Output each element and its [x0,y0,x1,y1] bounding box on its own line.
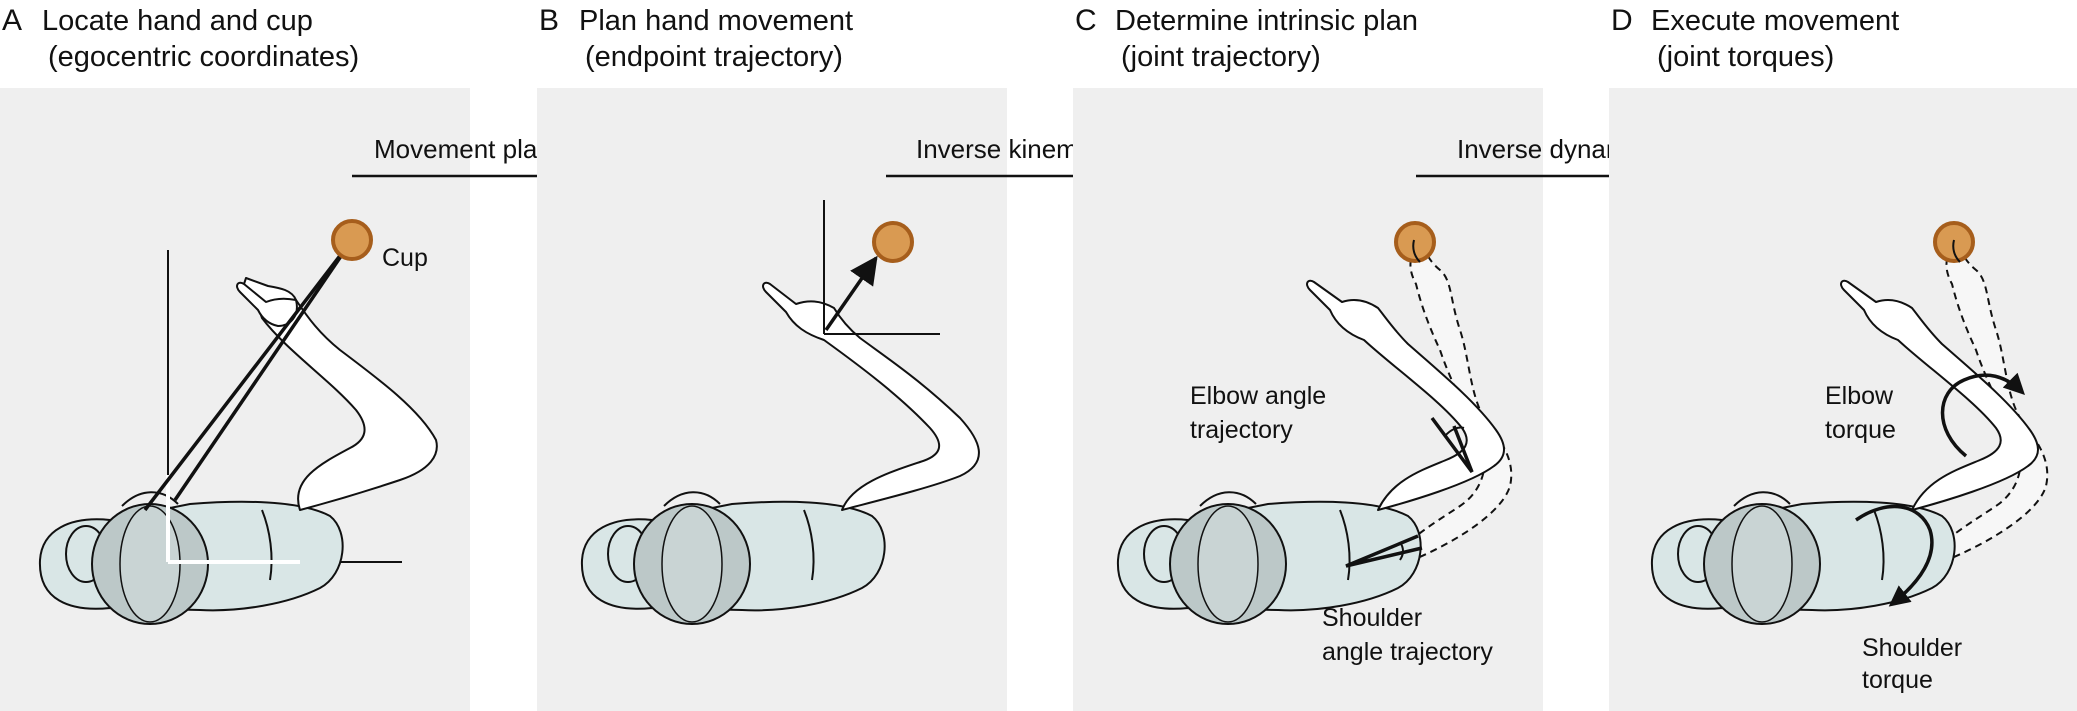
panel-a-line-to-cup-2 [173,239,354,501]
panel-b-endpoint-vector [824,255,878,331]
panel-a-cup-label: Cup [382,244,428,272]
panel-c-elbow-angle-arc [1444,426,1465,437]
panel-d-title-line2: (joint torques) [1657,41,1834,73]
panel-d-shoulder-torque-arrow [1855,504,1934,607]
panel-b-title-line1: Plan hand movement [579,5,853,37]
panel-c-arm [1306,279,1505,511]
panel-d-shoulder-label-line1: Shoulder [1862,634,1962,662]
panel-c-title-line1: Determine intrinsic plan [1115,5,1418,37]
panel-a-cup [331,219,373,261]
panel-c-shoulder-label-line1: Shoulder [1322,604,1422,632]
panel-a-title-line2: (egocentric coordinates) [48,41,359,73]
panel-d-arm [1840,279,2039,511]
panel-b-letter: B [539,4,559,37]
panel-c-cup [1394,221,1436,263]
panel-c-elbow-label-line2: trajectory [1190,416,1293,444]
panel-b-title-line2: (endpoint trajectory) [585,41,843,73]
panel-d: D Execute movement (joint torques) Elbow… [1609,4,2077,711]
panel-d-elbow-label-line2: torque [1825,416,1896,444]
panel-b-cup [872,221,914,263]
panel-b: B Plan hand movement (endpoint trajector… [537,4,1007,711]
panel-d-letter: D [1611,4,1633,37]
panel-a-letter: A [2,4,22,37]
panel-d-elbow-label-line1: Elbow [1825,382,1894,410]
panel-c-fingertip [1412,239,1421,263]
panel-b-arm [762,281,980,511]
panel-d-elbow-torque-arrow [1940,372,2025,458]
panel-a-title-line1: Locate hand and cup [42,5,313,37]
panel-c-shoulder-angle-arc [1399,541,1404,561]
panel-c-title-line2: (joint trajectory) [1121,41,1321,73]
panel-c-shoulder-label-line2: angle trajectory [1322,638,1493,666]
panel-a: A Locate hand and cup (egocentric coordi… [0,4,470,711]
panel-c-elbow-label-line1: Elbow angle [1190,382,1326,410]
panel-d-fingertip [1952,239,1961,263]
panel-a-line-to-cup-1 [143,238,354,512]
panel-c-shoulder-angle-wedge [1345,534,1423,568]
panel-d-shoulder-label-line2: torque [1862,666,1933,694]
panel-c-target-arm [1383,238,1513,572]
panel-c: C Determine intrinsic plan (joint trajec… [1073,4,1543,711]
panel-d-title-line1: Execute movement [1651,5,1899,37]
panel-c-letter: C [1075,4,1097,37]
